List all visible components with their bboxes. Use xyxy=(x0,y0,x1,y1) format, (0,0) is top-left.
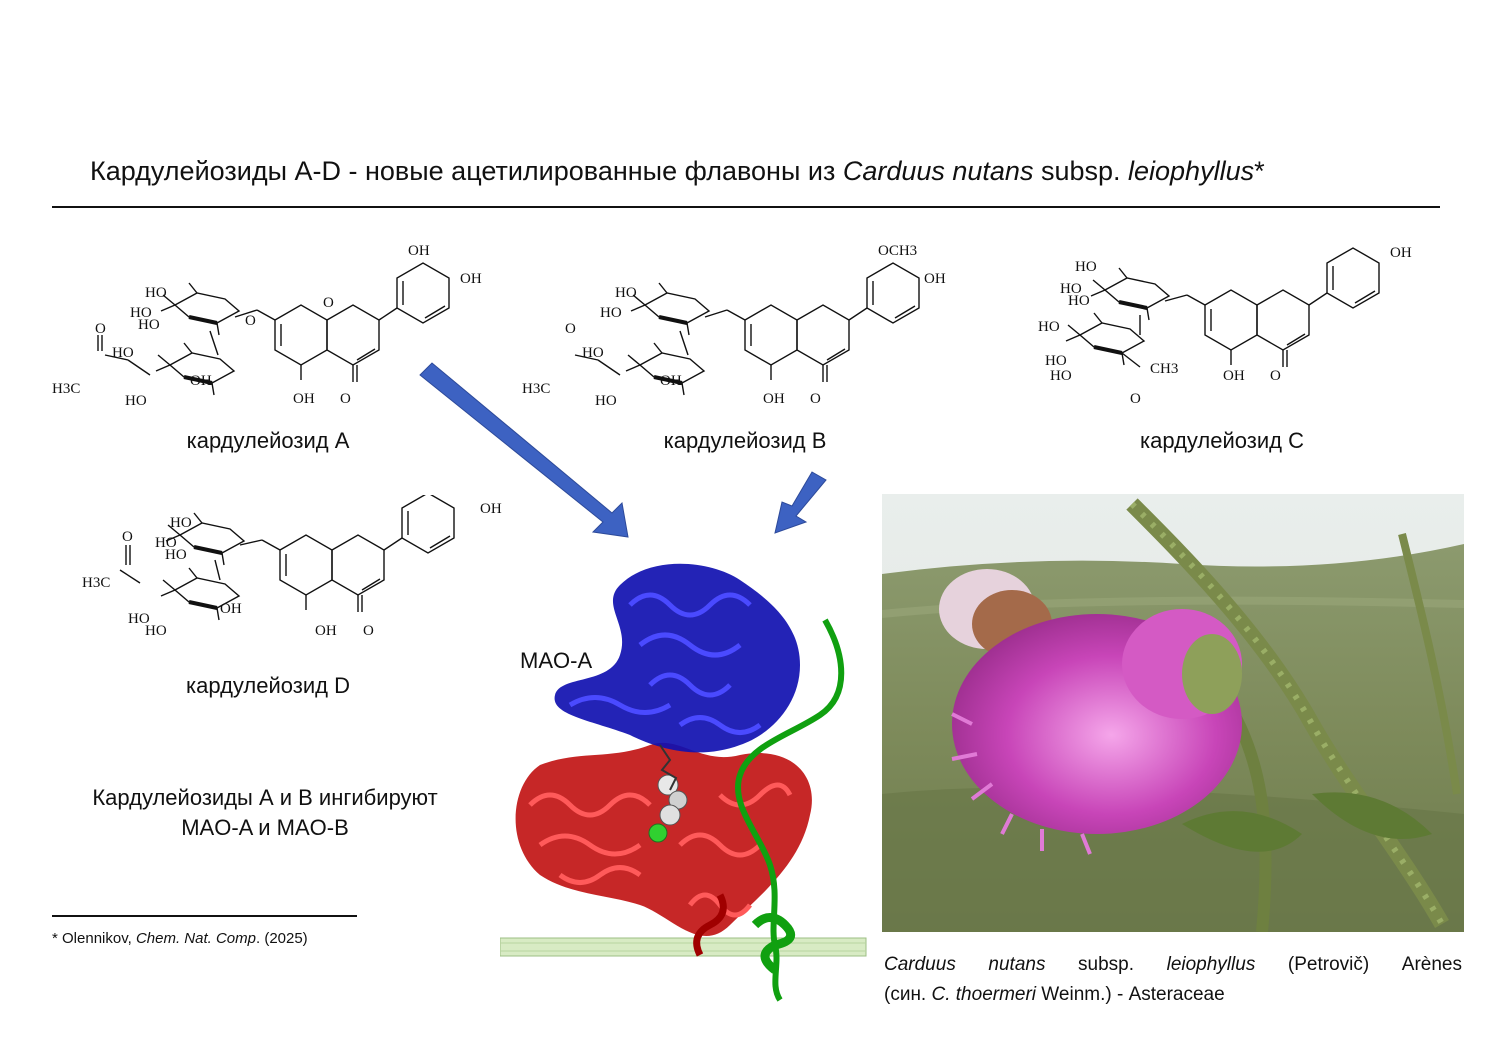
svg-text:HO: HO xyxy=(145,285,167,301)
svg-text:OCH3: OCH3 xyxy=(878,243,917,259)
svg-text:OH: OH xyxy=(480,501,502,517)
compound-a-label: кардулейозид А xyxy=(186,428,350,453)
arrow-a-to-mao xyxy=(419,362,629,538)
svg-text:HO: HO xyxy=(138,317,160,333)
structure-compound-a: OH OH OH O O O HO HO HO HO OH HO O H3C xyxy=(52,243,482,409)
mao-a-protein-illustration xyxy=(500,563,867,1002)
svg-text:OH: OH xyxy=(220,601,242,617)
svg-text:OH: OH xyxy=(190,373,212,389)
svg-text:O: O xyxy=(95,321,106,337)
svg-text:OH: OH xyxy=(660,373,682,389)
title-divider xyxy=(52,206,1440,208)
footnote-divider xyxy=(52,915,357,917)
svg-text:HO: HO xyxy=(1038,319,1060,335)
svg-text:OH: OH xyxy=(315,623,337,639)
inhibition-note: Кардулейозиды А и В ингибируют MAO-A и M… xyxy=(92,785,438,840)
svg-text:HO: HO xyxy=(125,393,147,409)
svg-text:O: O xyxy=(1270,368,1281,384)
arrow-b-to-mao xyxy=(774,471,827,534)
structure-compound-b: OCH3 OH OH O HO HO HO OH HO O H3C xyxy=(522,243,946,409)
svg-text:H3C: H3C xyxy=(52,381,80,397)
svg-text:OH: OH xyxy=(1223,368,1245,384)
svg-text:HO: HO xyxy=(1068,293,1090,309)
membrane xyxy=(500,937,867,957)
svg-text:HO: HO xyxy=(155,535,177,551)
svg-text:HO: HO xyxy=(145,623,167,639)
page-title: Кардулейозиды A-D - новые ацетилированны… xyxy=(90,156,1265,186)
svg-text:HO: HO xyxy=(128,611,150,627)
svg-text:HO: HO xyxy=(170,515,192,531)
svg-text:HO: HO xyxy=(112,345,134,361)
svg-text:CH3: CH3 xyxy=(1150,361,1178,377)
svg-text:O: O xyxy=(245,313,256,329)
svg-text:HO: HO xyxy=(582,345,604,361)
svg-text:O: O xyxy=(122,529,133,545)
svg-text:HO: HO xyxy=(595,393,617,409)
svg-text:O: O xyxy=(810,391,821,407)
compound-c-label: кардулейозид С xyxy=(1140,428,1304,453)
compound-b-label: кардулейозид В xyxy=(663,428,827,453)
plant-photo xyxy=(882,494,1464,932)
compound-d-label: кардулейозид D xyxy=(186,673,350,698)
svg-text:O: O xyxy=(1130,391,1141,407)
svg-text:OH: OH xyxy=(408,243,430,259)
svg-text:O: O xyxy=(340,391,351,407)
svg-text:OH: OH xyxy=(460,271,482,287)
svg-text:O: O xyxy=(565,321,576,337)
footnote: * Olennikov, Chem. Nat. Comp. (2025) xyxy=(52,930,308,947)
svg-text:OH: OH xyxy=(293,391,315,407)
svg-text:H3C: H3C xyxy=(82,575,110,591)
svg-text:OH: OH xyxy=(924,271,946,287)
svg-text:OH: OH xyxy=(1390,245,1412,261)
svg-text:O: O xyxy=(323,295,334,311)
svg-text:HO: HO xyxy=(130,305,152,321)
structure-compound-c: OH OH O HO HO HO HO HO HO O CH3 xyxy=(1038,245,1412,407)
svg-text:OH: OH xyxy=(763,391,785,407)
svg-text:HO: HO xyxy=(615,285,637,301)
svg-text:O: O xyxy=(363,623,374,639)
svg-text:HO: HO xyxy=(1075,259,1097,275)
structure-compound-d: OH OH O HO HO HO OH HO HO O H3C xyxy=(82,495,502,639)
mao-a-label: MAO-A xyxy=(520,648,593,673)
svg-text:HO: HO xyxy=(1050,368,1072,384)
svg-text:HO: HO xyxy=(600,305,622,321)
svg-text:HO: HO xyxy=(1045,353,1067,369)
svg-text:HO: HO xyxy=(1060,281,1082,297)
svg-text:H3C: H3C xyxy=(522,381,550,397)
svg-text:HO: HO xyxy=(165,547,187,563)
